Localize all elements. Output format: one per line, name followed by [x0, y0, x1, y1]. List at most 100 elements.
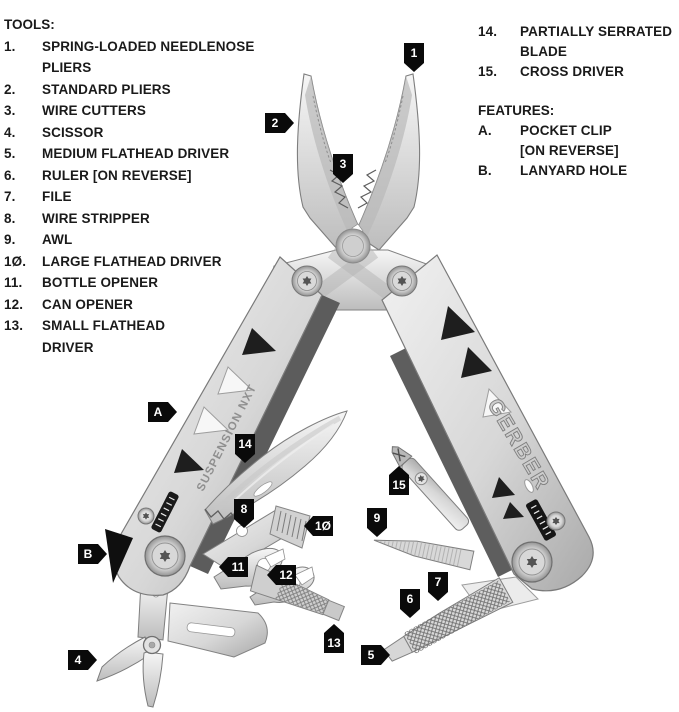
marker-label: 15 — [392, 478, 406, 492]
marker-label: 12 — [279, 568, 293, 582]
features-list-item: A. POCKET CLIP [ON REVERSE] — [478, 121, 674, 161]
item-label: STANDARD PLIERS — [42, 81, 171, 97]
item-label: SMALL FLATHEAD DRIVER — [42, 318, 166, 355]
marker-label: 13 — [327, 636, 341, 650]
slotted-bar-tool — [167, 602, 268, 658]
item-label: PARTIALLY SERRATED BLADE — [520, 24, 673, 59]
item-number: 15. — [478, 64, 498, 79]
features-block: FEATURES: A. POCKET CLIP [ON REVERSE] B.… — [478, 101, 674, 181]
marker-label: 6 — [406, 592, 414, 606]
tools-list-item: 12. CAN OPENER — [4, 294, 274, 316]
tools-list-item: 1Ø. LARGE FLATHEAD DRIVER — [4, 251, 274, 273]
right-brand-patch — [526, 499, 556, 541]
marker-label: 7 — [434, 575, 442, 589]
item-number: 4. — [4, 124, 16, 140]
tools-list-item: 5. MEDIUM FLATHEAD DRIVER — [4, 143, 274, 165]
marker-label: 1 — [410, 46, 418, 60]
item-number: B. — [478, 163, 492, 178]
item-number: 7. — [4, 189, 16, 204]
marker-14: 14 — [235, 434, 255, 463]
item-number: 12. — [4, 296, 24, 312]
tools-list-item: 3. WIRE CUTTERS — [4, 100, 274, 122]
item-label: WIRE STRIPPER — [42, 210, 150, 226]
marker-label: 5 — [367, 648, 375, 662]
item-number: 8. — [4, 210, 16, 226]
features-items: A. POCKET CLIP [ON REVERSE] B. LANYARD H… — [478, 121, 674, 181]
item-number: 11. — [4, 275, 23, 290]
item-label: POCKET CLIP [ON REVERSE] — [520, 123, 619, 158]
marker-13: 13 — [324, 624, 344, 653]
marker-b: B — [78, 544, 107, 564]
tools-list-item: 8. WIRE STRIPPER — [4, 208, 274, 230]
marker-label: 4 — [74, 653, 82, 667]
large-flathead-tool — [202, 505, 311, 571]
tools-heading: TOOLS: — [4, 17, 55, 32]
tools-list-item: 6. RULER [ON REVERSE] — [4, 165, 274, 187]
marker-label: 11 — [231, 560, 245, 574]
marker-8: 8 — [234, 499, 254, 528]
tools-list-item: 2. STANDARD PLIERS — [4, 79, 274, 101]
awl-tool — [373, 539, 475, 571]
item-label: WIRE CUTTERS — [42, 103, 146, 118]
cross-driver-tool — [391, 446, 470, 531]
knife-blade — [204, 410, 348, 525]
lanyard-hole-area — [105, 529, 133, 583]
scissors — [96, 582, 169, 708]
tools-list-item: 11. BOTTLE OPENER — [4, 272, 274, 294]
item-number: 2. — [4, 81, 16, 97]
tools-list-item: 1. SPRING-LOADED NEEDLENOSE PLIERS — [4, 36, 274, 79]
item-label: CROSS DRIVER — [520, 64, 624, 79]
item-number: 14. — [478, 24, 498, 39]
marker-label: B — [83, 547, 93, 561]
tools-list-item: 15. CROSS DRIVER — [478, 62, 674, 82]
tools-list-item: 13. SMALL FLATHEAD DRIVER — [4, 315, 274, 358]
tools-list-item: 9. AWL — [4, 229, 274, 251]
tools-list-item: 7. FILE — [4, 186, 274, 208]
tools-items: 1. SPRING-LOADED NEEDLENOSE PLIERS 2. ST… — [4, 36, 274, 359]
item-label: LANYARD HOLE — [520, 163, 628, 178]
marker-label: 8 — [240, 502, 248, 516]
file-tool — [382, 577, 514, 662]
item-number: 5. — [4, 146, 16, 161]
screws — [137, 265, 566, 655]
marker-12: 12 — [267, 565, 296, 585]
marker-3: 3 — [333, 154, 353, 183]
item-number: 6. — [4, 167, 16, 183]
marker-7: 7 — [428, 572, 448, 601]
marker-label: 9 — [373, 511, 381, 525]
marker-11: 11 — [219, 557, 248, 577]
tools-list-item: 4. SCISSOR — [4, 122, 274, 144]
item-number: 1. — [4, 38, 16, 54]
marker-2: 2 — [265, 113, 294, 133]
marker-9: 9 — [367, 508, 387, 537]
tools-list-item: 14. PARTIALLY SERRATED BLADE — [478, 22, 674, 62]
marker-label: 1Ø — [314, 519, 331, 533]
features-list-item: B. LANYARD HOLE — [478, 161, 674, 181]
jaw-serrations-right — [357, 169, 377, 209]
marker-15: 15 — [389, 466, 409, 495]
tools-list: TOOLS: 1. SPRING-LOADED NEEDLENOSE PLIER… — [4, 14, 274, 358]
item-label: FILE — [42, 189, 72, 204]
item-label: SPRING-LOADED NEEDLENOSE PLIERS — [42, 38, 255, 76]
item-label: LARGE FLATHEAD DRIVER — [42, 253, 222, 269]
marker-label: 14 — [238, 437, 252, 451]
plier-jaws — [296, 73, 421, 251]
marker-4: 4 — [68, 650, 97, 670]
item-label: AWL — [42, 232, 73, 247]
item-label: BOTTLE OPENER — [42, 275, 159, 290]
marker-label: 2 — [271, 116, 279, 130]
item-label: SCISSOR — [42, 124, 104, 140]
item-label: RULER [ON REVERSE] — [42, 167, 192, 183]
item-number: 9. — [4, 232, 16, 247]
item-number: A. — [478, 123, 492, 138]
marker-1: 1 — [404, 43, 424, 72]
marker-10: 1Ø — [304, 516, 333, 536]
marker-6: 6 — [400, 589, 420, 618]
item-label: CAN OPENER — [42, 296, 134, 312]
marker-5: 5 — [361, 645, 390, 665]
marker-a: A — [148, 402, 177, 422]
left-brand-patch — [151, 491, 179, 533]
